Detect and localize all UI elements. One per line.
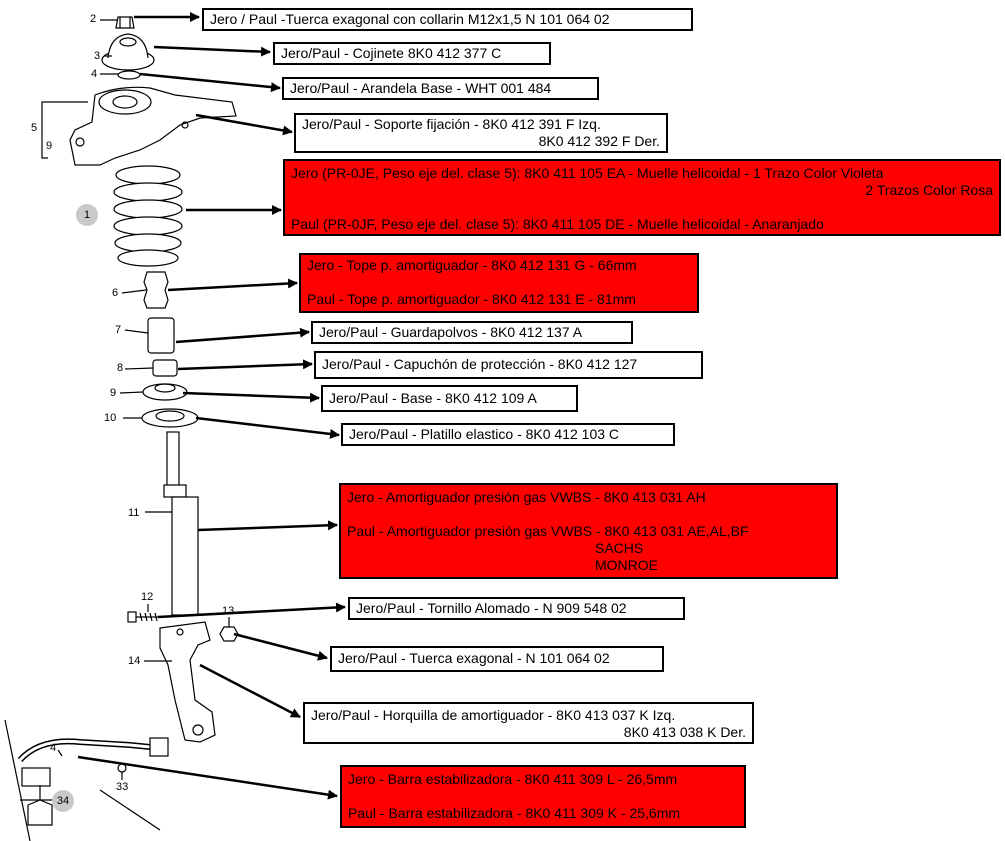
part-12-bolt-drawing	[127, 611, 160, 623]
label-part-6: Jero - Tope p. amortiguador - 8K0 412 13…	[299, 253, 699, 313]
part-number-10: 10	[104, 412, 117, 424]
label-part-1-line-2: 2 Trazos Color Rosa	[865, 182, 993, 198]
label-part-5-line-1: Jero/Paul - Soporte fijación - 8K0 412 3…	[302, 116, 601, 132]
part-number-13: 13	[222, 605, 235, 617]
label-part-11-line-4: SACHS	[595, 540, 644, 556]
label-part-10: Jero/Paul - Platillo elastico - 8K0 412 …	[341, 423, 675, 446]
part-number-9-bracket: 9	[46, 140, 53, 152]
part-number-33: 33	[116, 781, 129, 793]
part-number-12: 12	[141, 591, 154, 603]
part-6-bumpstop-drawing	[143, 271, 169, 309]
label-part-11: Jero - Amortiguador presión gas VWBS - 8…	[339, 483, 838, 579]
label-part-11-line-1: Jero - Amortiguador presión gas VWBS - 8…	[347, 489, 706, 505]
label-part-14: Jero/Paul - Horquilla de amortiguador - …	[303, 702, 754, 744]
label-part-34: Jero - Barra estabilizadora - 8K0 411 30…	[340, 765, 746, 828]
label-part-34-line-3: Paul - Barra estabilizadora - 8K0 411 30…	[348, 805, 681, 821]
label-part-13-line-1: Jero/Paul - Tuerca exagonal - N 101 064 …	[338, 650, 610, 666]
label-part-7: Jero/Paul - Guardapolvos - 8K0 412 137 A	[311, 321, 633, 344]
part-11-shock-drawing	[163, 431, 199, 616]
label-part-14-line-1: Jero/Paul - Horquilla de amortiguador - …	[311, 707, 676, 723]
label-part-8: Jero/Paul - Capuchón de protección - 8K0…	[314, 351, 703, 379]
label-part-3-line-1: Jero/Paul - Cojinete 8K0 412 377 C	[281, 45, 502, 61]
part-13-nut-drawing	[219, 626, 239, 642]
label-part-14-line-2: 8K0 413 038 K Der.	[623, 724, 746, 740]
part-number-1: 1	[76, 204, 98, 226]
label-part-9: Jero/Paul - Base - 8K0 412 109 A	[321, 385, 578, 412]
part-number-2: 2	[90, 13, 97, 25]
label-part-8-line-1: Jero/Paul - Capuchón de protección - 8K0…	[322, 356, 638, 372]
part-number-34: 34	[52, 790, 74, 812]
label-part-2-line-1: Jero / Paul -Tuerca exagonal con collari…	[210, 11, 610, 27]
part-number-6: 6	[112, 287, 119, 299]
label-part-6-line-1: Jero - Tope p. amortiguador - 8K0 412 13…	[307, 257, 637, 273]
label-part-34-line-1: Jero - Barra estabilizadora - 8K0 411 30…	[348, 771, 678, 787]
part-number-8: 8	[117, 362, 124, 374]
part-5-9-bracket	[41, 101, 48, 159]
label-part-11-line-3: Paul - Amortiguador presión gas VWBS - 8…	[347, 523, 749, 539]
part-2-nut-drawing	[115, 16, 135, 29]
label-part-7-line-1: Jero/Paul - Guardapolvos - 8K0 412 137 A	[319, 324, 583, 340]
part-number-11: 11	[128, 507, 140, 519]
label-part-13: Jero/Paul - Tuerca exagonal - N 101 064 …	[330, 646, 664, 672]
part-14-fork-drawing	[159, 621, 216, 743]
part-34-stabilizer-drawing	[4, 719, 169, 841]
part-number-5: 5	[31, 122, 38, 134]
label-part-3: Jero/Paul - Cojinete 8K0 412 377 C	[273, 42, 551, 65]
part-5-mount-drawing	[69, 86, 237, 166]
part-number-3: 3	[94, 50, 101, 62]
label-part-12: Jero/Paul - Tornillo Alomado - N 909 548…	[348, 597, 685, 620]
number-leaders	[48, 19, 230, 780]
callout-arrows	[77, 12, 346, 800]
label-part-2: Jero / Paul -Tuerca exagonal con collari…	[202, 8, 693, 31]
part-4-washer-drawing	[117, 70, 141, 80]
part-10-plate-drawing	[141, 408, 199, 428]
part-number-4-extra: 4	[50, 742, 57, 754]
part-number-14: 14	[128, 655, 141, 667]
part-1-spring-drawing	[113, 165, 183, 267]
label-part-10-line-1: Jero/Paul - Platillo elastico - 8K0 412 …	[349, 426, 620, 442]
label-part-5-line-2: 8K0 412 392 F Der.	[538, 133, 660, 149]
part-8-cap-drawing	[152, 359, 178, 377]
label-part-11-line-5: MONROE	[595, 557, 658, 573]
part-number-4: 4	[91, 68, 98, 80]
part-9-base-drawing	[142, 383, 188, 401]
label-part-9-line-1: Jero/Paul - Base - 8K0 412 109 A	[329, 390, 537, 406]
label-part-6-line-3: Paul - Tope p. amortiguador - 8K0 412 13…	[307, 291, 636, 307]
label-part-1-line-4: Paul (PR-0JF, Peso eje del. clase 5): 8K…	[291, 216, 824, 232]
part-7-dustboot-drawing	[147, 317, 175, 354]
part-number-7: 7	[115, 324, 122, 336]
label-part-5: Jero/Paul - Soporte fijación - 8K0 412 3…	[294, 113, 668, 153]
part-number-9: 9	[110, 387, 117, 399]
label-part-1: Jero (PR-0JE, Peso eje del. clase 5): 8K…	[283, 159, 1001, 236]
label-part-4: Jero/Paul - Arandela Base - WHT 001 484	[282, 77, 599, 100]
label-part-1-line-1: Jero (PR-0JE, Peso eje del. clase 5): 8K…	[291, 165, 884, 181]
label-part-4-line-1: Jero/Paul - Arandela Base - WHT 001 484	[290, 80, 552, 96]
label-part-12-line-1: Jero/Paul - Tornillo Alomado - N 909 548…	[356, 600, 627, 616]
part-3-bearing-drawing	[101, 33, 155, 71]
